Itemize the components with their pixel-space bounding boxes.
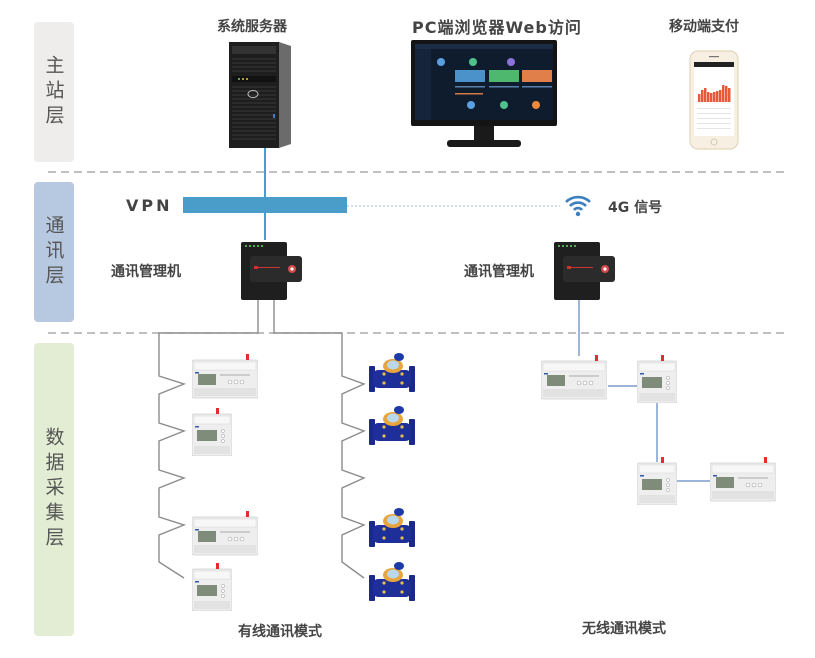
water-meter-1 — [369, 353, 415, 392]
wireless-meter-wide-1 — [541, 355, 607, 400]
vpn-bar — [183, 197, 347, 213]
layer-label-comm-text: 通讯层 — [42, 214, 65, 290]
wired-mode-label: 有线通讯模式 — [238, 624, 322, 640]
server-icon — [229, 42, 291, 148]
wireless-meter-wide-2 — [710, 457, 776, 502]
layer-label-collect: 数据采集层 — [34, 343, 74, 636]
layer-label-master: 主站层 — [34, 22, 74, 162]
wifi-icon — [565, 195, 591, 217]
wireless-mode-label: 无线通讯模式 — [582, 621, 666, 637]
gateway-left-icon — [241, 242, 302, 300]
mobile-pay-label: 移动端支付 — [669, 19, 739, 35]
water-meter-3 — [369, 508, 415, 547]
monitor-icon — [411, 40, 557, 147]
electric-meter-small-2 — [192, 563, 232, 611]
wired-bus-right — [273, 300, 366, 579]
pc-web-label: PC端浏览器Web访问 — [412, 18, 582, 37]
layer-label-collect-text: 数据采集层 — [42, 427, 65, 552]
wireless-meter-small-2 — [637, 457, 677, 505]
gateway-right-label: 通讯管理机 — [464, 264, 534, 280]
phone-icon — [689, 50, 739, 150]
water-meter-2 — [369, 406, 415, 445]
gateway-left-label: 通讯管理机 — [111, 264, 181, 280]
server-label: 系统服务器 — [217, 19, 287, 35]
wired-bus-left — [158, 300, 259, 579]
water-meter-4 — [369, 562, 415, 601]
wireless-meter-small-1 — [637, 355, 677, 403]
layer-label-master-text: 主站层 — [42, 54, 65, 130]
vpn-label: VPN — [126, 196, 173, 215]
electric-meter-wide-1 — [192, 354, 258, 399]
electric-meter-small-1 — [192, 408, 232, 456]
4g-signal-label: 4G 信号 — [608, 200, 663, 216]
layer-label-comm: 通讯层 — [34, 182, 74, 322]
electric-meter-wide-2 — [192, 511, 258, 556]
gateway-right-icon — [554, 242, 615, 300]
